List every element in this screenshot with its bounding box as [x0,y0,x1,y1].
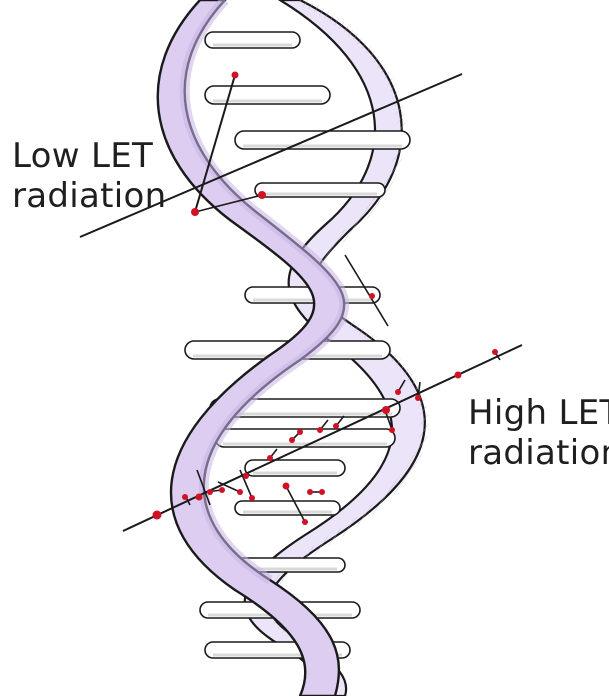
ionization-dot [196,494,203,501]
ionization-dot [191,208,199,216]
ionization-dot [232,72,239,79]
ionization-dot [258,191,266,199]
ionization-dot [333,423,339,429]
high-let-label-line1: High LET [468,393,609,433]
ionization-dot [297,429,303,435]
ionization-dot [302,519,308,525]
ionization-dot [289,437,295,443]
ionization-dot [317,427,323,433]
low-let-label-line1: Low LET [12,136,167,176]
ionization-dot [267,455,273,461]
ionization-dot [395,389,401,395]
ionization-dot [319,489,325,495]
ionization-dot [369,293,375,299]
low-let-label-line2: radiation [12,176,167,216]
ionization-dot [382,406,390,414]
ionization-dot [237,489,243,495]
ionization-dot [492,349,498,355]
low-let-label: Low LET radiation [12,136,167,216]
ionization-dot [415,395,421,401]
ionization-dot [249,495,255,501]
high-let-label-line2: radiation [468,433,609,473]
ionization-dot [153,511,162,520]
ionization-dot [243,473,249,479]
ionization-dot [307,489,313,495]
ionization-dot [455,372,462,379]
ionization-dot [207,489,213,495]
high-let-label: High LET radiation [468,393,609,473]
ionization-dot [283,483,290,490]
ionization-dot [219,487,225,493]
ionization-dot [182,494,188,500]
ionization-dot [389,427,395,433]
